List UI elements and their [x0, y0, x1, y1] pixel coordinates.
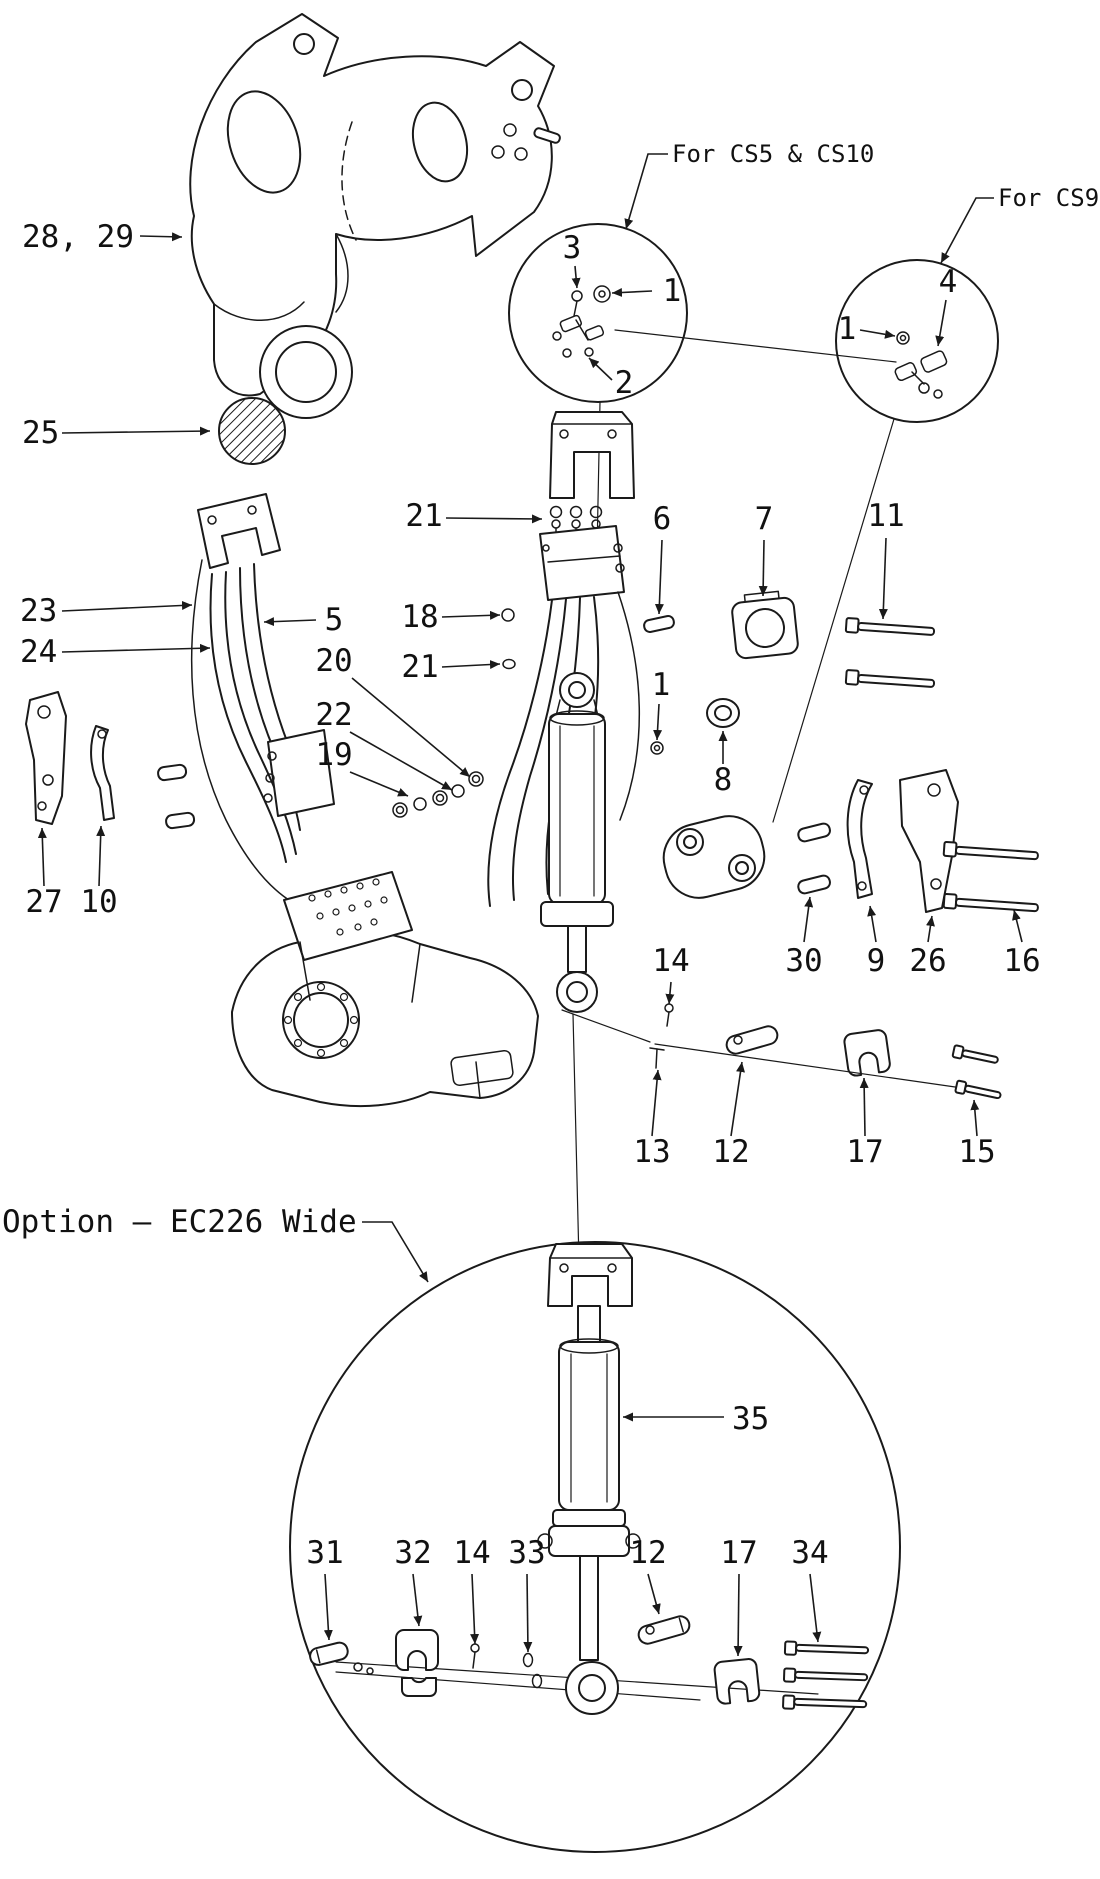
main-body [157, 729, 539, 1108]
part-label-20: 20 [315, 643, 352, 679]
hardware-mid-right [643, 590, 1039, 913]
part-label-1-cs9: 1 [838, 311, 857, 347]
part-label-12-bottom: 12 [629, 1535, 666, 1571]
left-hose-clevis [197, 493, 281, 569]
part-label-19: 19 [315, 737, 352, 773]
part-label-28-29: 28, 29 [22, 219, 134, 255]
annotation-option: Option – EC226 Wide [2, 1204, 357, 1240]
locator-lines [561, 329, 991, 1263]
main-cylinder [540, 672, 614, 1013]
part-label-16: 16 [1003, 943, 1040, 979]
detail-circle-cs5-cs10 [508, 223, 688, 403]
part-label-4: 4 [939, 264, 958, 300]
part-label-33: 33 [508, 1535, 545, 1571]
part-label-11: 11 [867, 498, 904, 534]
part-label-23: 23 [20, 593, 57, 629]
part-label-12-mid: 12 [712, 1134, 749, 1170]
part-label-3: 3 [563, 230, 582, 266]
option-ec226-wide-detail [289, 1241, 901, 1853]
part-label-32: 32 [394, 1535, 431, 1571]
part-label-25: 25 [22, 415, 59, 451]
part-label-26: 26 [909, 943, 946, 979]
part-label-1-cs5: 1 [663, 273, 682, 309]
annotation-cs9: For CS9 [998, 184, 1099, 212]
part-label-9: 9 [867, 943, 886, 979]
part-25-seal [218, 397, 286, 465]
part-label-34: 34 [791, 1535, 828, 1571]
part-label-15: 15 [958, 1134, 995, 1170]
upper-yoke-28-29 [189, 13, 561, 419]
part-label-1-mid: 1 [652, 667, 671, 703]
detail-circle-cs9 [835, 259, 999, 423]
part-label-31: 31 [306, 1535, 343, 1571]
part-label-27: 27 [25, 884, 62, 920]
part-label-13: 13 [633, 1134, 670, 1170]
brackets-27-10 [25, 691, 115, 825]
part-label-2: 2 [615, 365, 634, 401]
part-label-24: 24 [20, 634, 57, 670]
center-link [662, 815, 766, 899]
annotation-cs5-cs10: For CS5 & CS10 [672, 140, 874, 168]
part-label-35: 35 [732, 1401, 769, 1437]
upper-clevis-valve-block [501, 411, 635, 670]
part-label-18: 18 [401, 599, 438, 635]
part-label-22: 22 [315, 697, 352, 733]
part-label-5: 5 [325, 602, 344, 638]
part-label-21-lower: 21 [401, 649, 438, 685]
part-label-8: 8 [714, 762, 733, 798]
part-label-17-mid: 17 [846, 1134, 883, 1170]
part-label-30: 30 [785, 943, 822, 979]
part-label-10: 10 [80, 884, 117, 920]
leader-arrows [37, 153, 1023, 1657]
hardware-lower [649, 1003, 1002, 1100]
option-hardware [309, 1615, 870, 1715]
part-label-14-bottom: 14 [453, 1535, 490, 1571]
part-label-6: 6 [653, 501, 672, 537]
part-label-21-top: 21 [405, 498, 442, 534]
cylinder-35 [537, 1243, 641, 1661]
labels: 28, 29 25 For CS5 & CS10 For CS9 3 1 2 1… [2, 140, 1099, 1571]
part-label-14-mid: 14 [652, 943, 689, 979]
part-label-7: 7 [755, 501, 774, 537]
part-label-17-bottom: 17 [720, 1535, 757, 1571]
